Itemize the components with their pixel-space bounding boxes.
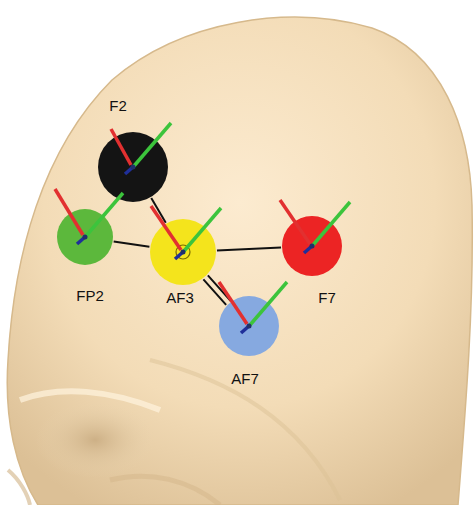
nose: [8, 470, 30, 505]
electrode-center: [83, 235, 88, 240]
electrode-center: [131, 165, 136, 170]
y-axis-stick: [313, 202, 350, 245]
electrode-disc: [282, 216, 342, 276]
electrode-disc: [57, 209, 113, 265]
electrode-disc: [150, 219, 216, 285]
x-axis-stick: [111, 129, 131, 165]
x-axis-stick: [55, 189, 83, 235]
connector-line: [114, 241, 150, 246]
y-axis-stick: [86, 193, 123, 236]
temporal-line: [150, 360, 340, 500]
electrode-label: FP2: [76, 287, 104, 305]
y-axis-stick: [184, 208, 221, 251]
x-axis-stick: [151, 206, 181, 250]
connector-line: [217, 247, 281, 250]
electrode-label: AF3: [166, 289, 194, 307]
y-axis-stick: [134, 123, 171, 166]
electrode-disc: [219, 296, 279, 356]
electrode-shape: [95, 94, 171, 205]
electrode-node: AF3: [147, 216, 219, 310]
electrode-center: [247, 324, 252, 329]
electrode-node: AF7: [216, 293, 282, 391]
connector-line: [203, 275, 230, 304]
eye-socket: [35, 402, 155, 478]
x-axis-stick: [219, 282, 247, 324]
cheek-bone: [110, 476, 220, 505]
x-axis-stick: [280, 200, 310, 244]
electrode-node: FP2: [54, 206, 116, 308]
electrode-label: F2: [109, 97, 127, 115]
electrode-node: F7: [279, 213, 345, 310]
y-axis-stick: [250, 282, 287, 325]
electrode-center: [310, 244, 315, 249]
electrode-disc: [98, 132, 168, 202]
electrode-node: F2: [95, 94, 171, 205]
electrode-center: [181, 250, 186, 255]
electrode-label: F7: [318, 289, 336, 307]
electrode-label: AF7: [231, 370, 259, 388]
brow-ridge: [20, 391, 160, 410]
skull-outline: [7, 17, 472, 505]
